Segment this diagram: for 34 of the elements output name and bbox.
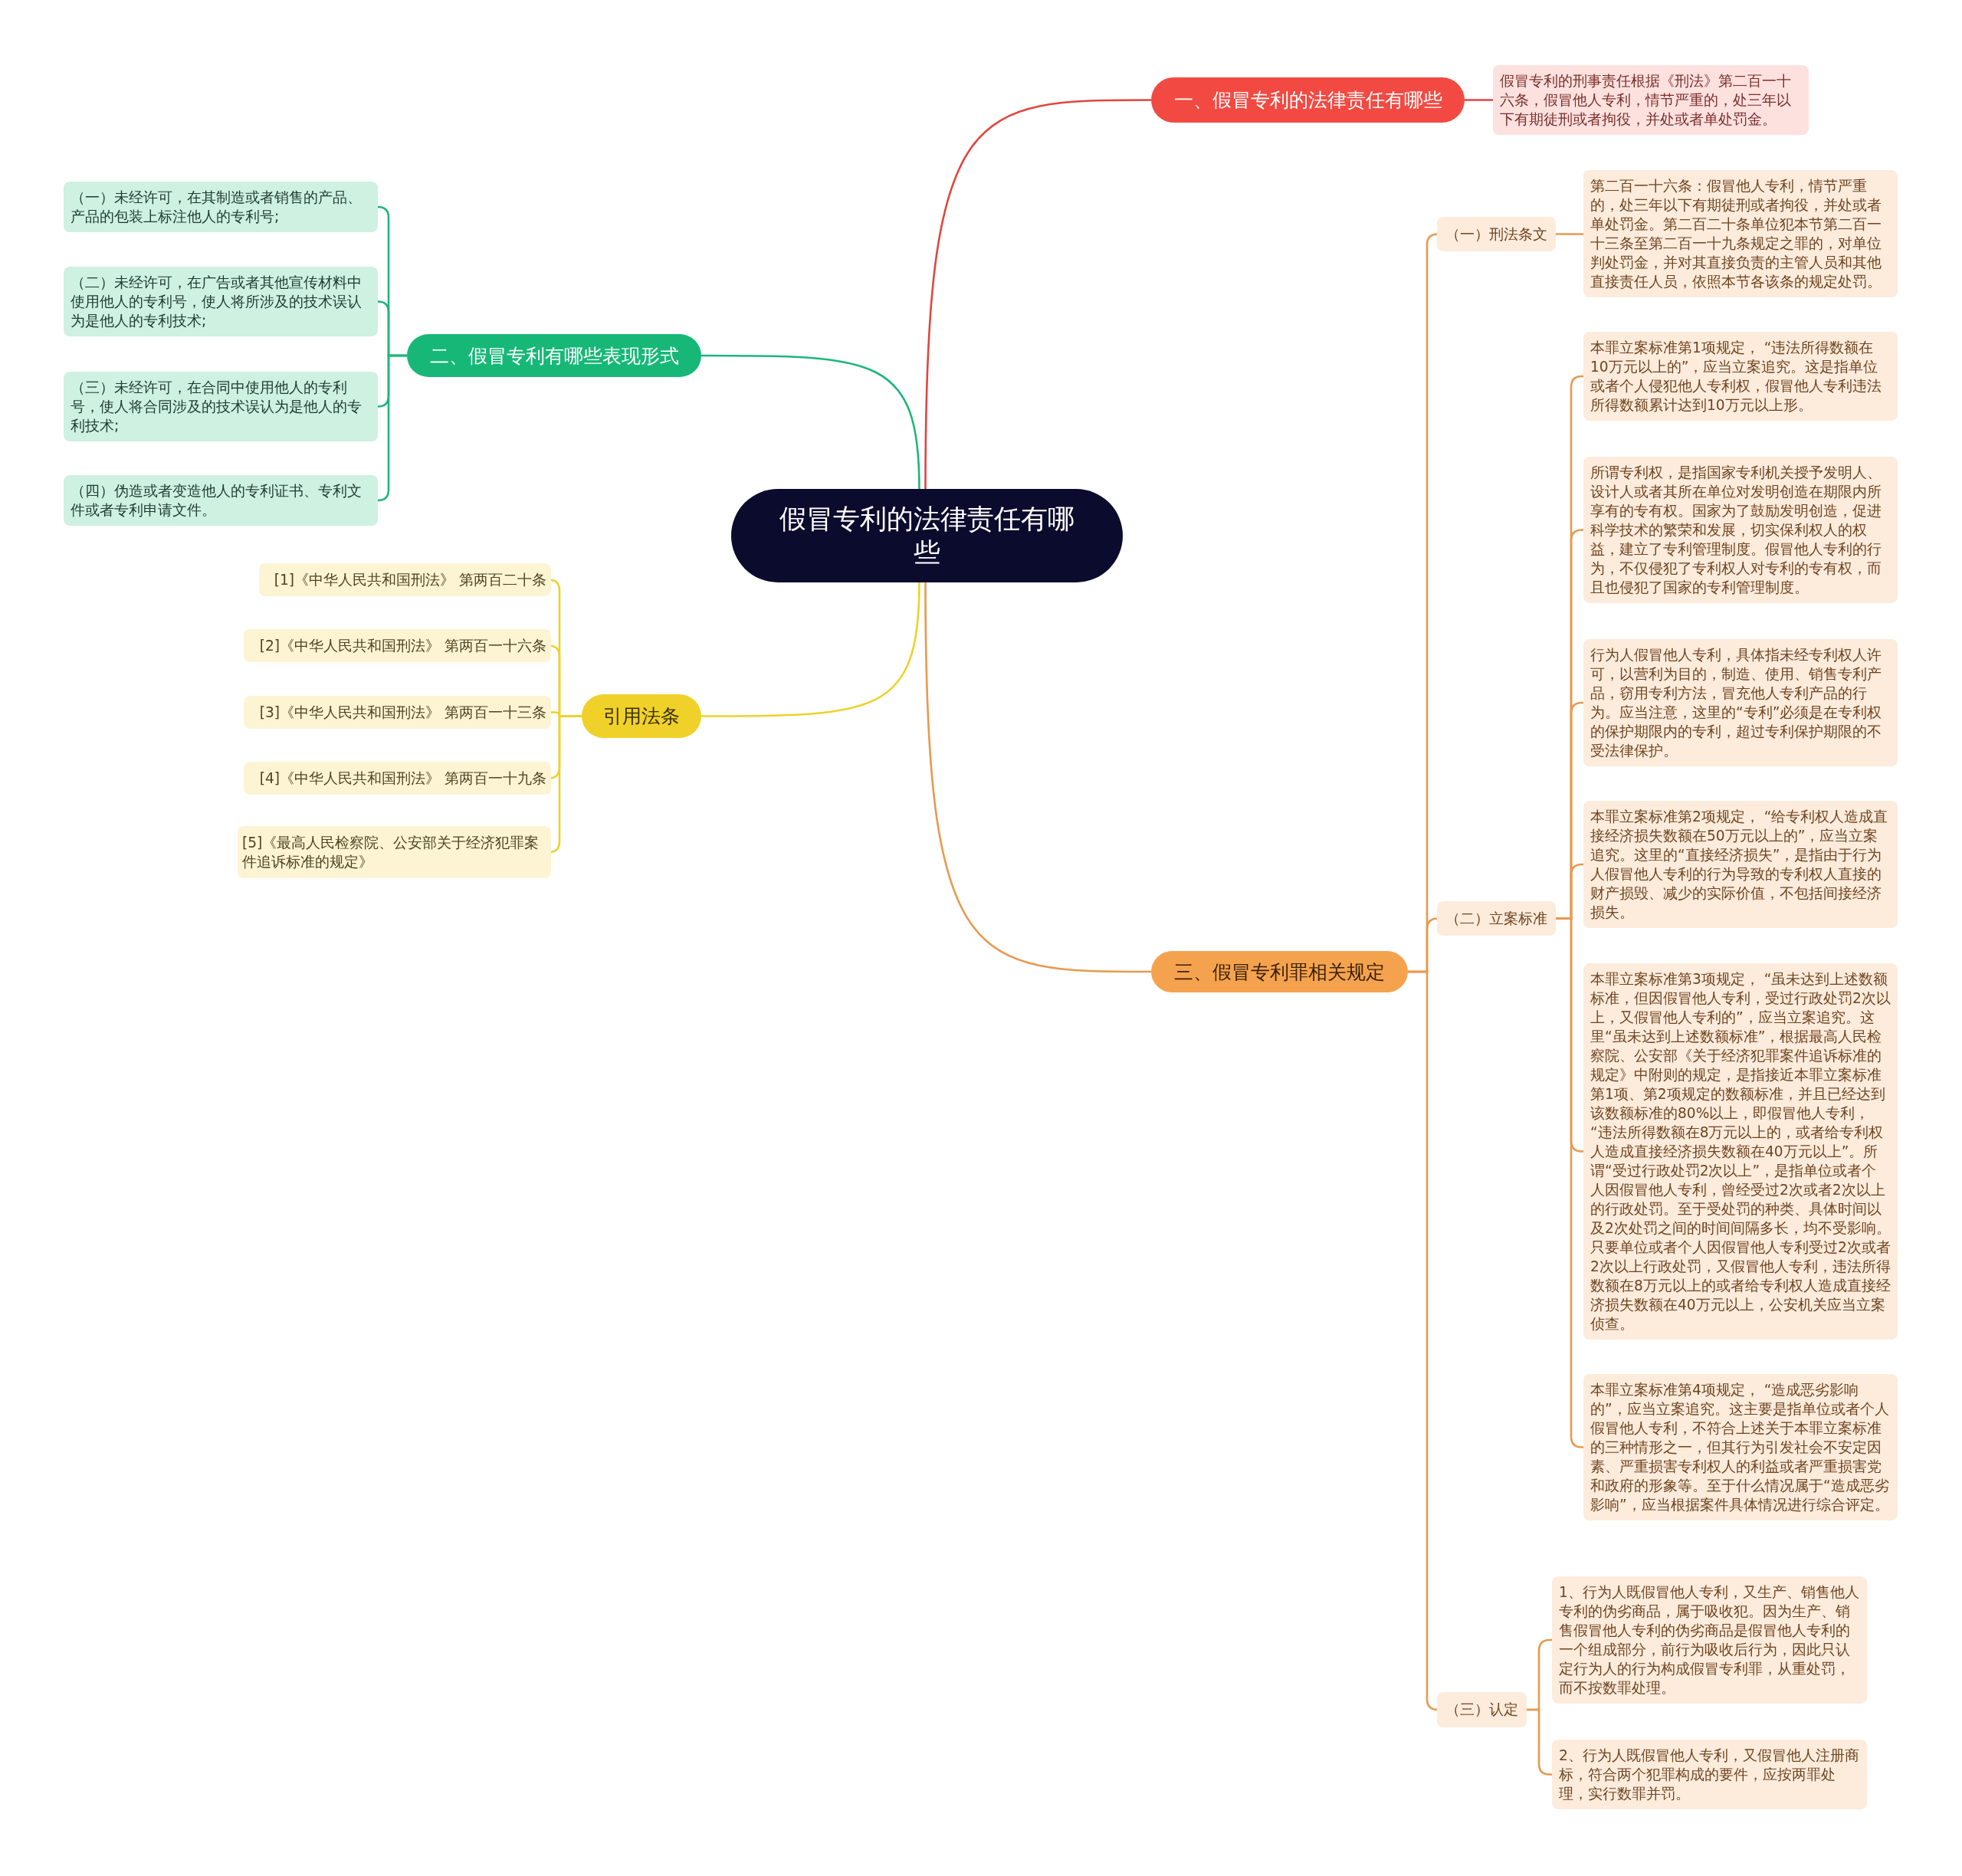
detail-box: （一）未经许可，在其制造或者销售的产品、产品的包装上标注他人的专利号; (64, 182, 378, 232)
detail-box: （三）未经许可，在合同中使用他人的专利号，使人将合同涉及的技术误认为是他人的专利技术; (64, 372, 378, 441)
detail-box: （四）伪造或者变造他人的专利证书、专利文件或者专利申请文件。 (64, 475, 378, 526)
detail-box: 本罪立案标准第1项规定， “违法所得数额在10万元以上的”，应当立案追究。这是指单位或者个人侵犯他人专利权，假冒他人专利违法所得数额累计达到10万元以上形。 (1583, 332, 1898, 421)
reference-box: [5]《最高人民检察院、公安部关于经济犯罪案件追诉标准的规定》 (238, 826, 551, 878)
connector (701, 354, 920, 490)
subtopic-label: （三）认定 (1437, 1692, 1527, 1727)
detail-box: 2、行为人既假冒他人专利，又假冒他人注册商标，符合两个犯罪构成的要件，应按两罪处理，实行数罪并罚。 (1552, 1740, 1867, 1809)
detail-box: 本罪立案标准第3项规定， “虽未达到上述数额标准，但因假冒他人专利，受过行政处罚2次以上，又假冒他人专利的”，应当立案追究。这里“虽未达到上述数额标准”，根据最高人民检察院、公安部《关于经济犯罪案件追诉标准的规定》中附则的规定，是指接近本罪立案标准第1项、第2项规定的数额标准，并且已经达到该数额标准的80%以上，即假冒他人专利， “违法所得数额在8万元以上的，或者给专利权人造成直接经济损失数额在40万元以上”。所谓“受过行政处罚2次以上”，是指单位或者个人因假冒他人专利，曾经受过2次或者2次以上的行政处罚。至于受处罚的种类、具体时间以及2次处罚之间的时间间隔多长，均不受影响。只要单位或者个人因假冒他人专利受过2次或者2次以上行政处罚，又假冒他人专利，违法所得数额在8万元以上的或者给专利权人造成直接经济损失数额在40万元以上，公安机关应当立案侦查。 (1583, 963, 1898, 1340)
detail-box: 所谓专利权，是指国家专利机关授予发明人、设计人或者其所在单位对发明创造在期限内所享有的专有权。国家为了鼓励发明创造，促进科学技术的繁荣和发展，切实保利权人的权益，建立了专利管理制度。假冒他人专利的行为，不仅侵犯了专利权人对专利的专有权，而且也侵犯了国家的专利管理制度。 (1583, 457, 1898, 603)
detail-box: （二）未经许可，在广告或者其他宣传材料中使用他人的专利号，使人将所涉及的技术误认为是他人的专利技术; (64, 267, 378, 336)
detail-box: 行为人假冒他人专利，具体指未经专利权人许可，以营利为目的，制造、使用、销售专利产品，窃用专利方法，冒充他人专利产品的行为。应当注意，这里的“专利”必须是在专利权的保护期限内的专利，超过专利保护期限的不受法律保护。 (1583, 639, 1898, 766)
central-topic: 假冒专利的法律责任有哪些 (731, 489, 1123, 582)
connector (701, 582, 920, 717)
detail-box: 本罪立案标准第2项规定， “给专利权人造成直接经济损失数额在50万元以上的”，应当立案追究。这里的“直接经济损失”，是指由于行为人假冒他人专利的行为导致的专利权人直接的财产损毁、减少的实际价值，不包括间接经济损失。 (1583, 801, 1898, 928)
reference-box: [2]《中华人民共和国刑法》 第两百一十六条 (244, 629, 551, 662)
branch-topic: 三、假冒专利罪相关规定 (1151, 951, 1408, 992)
branch-topic: 引用法条 (582, 694, 701, 738)
connector (1556, 233, 1583, 235)
connector (376, 354, 407, 502)
detail-box: 1、行为人既假冒他人专利，又生产、销售他人专利的伪劣商品，属于吸收犯。因为生产、销售假冒他人专利的伪劣商品是假冒他人专利的一个组成部分，前行为吸收后行为，因此只认定行为人的行为构成假冒专利罪，从重处罚，而不按数罪处理。 (1552, 1576, 1867, 1704)
reference-box: [3]《中华人民共和国刑法》 第两百一十三条 (244, 696, 551, 729)
connector (924, 582, 1151, 973)
reference-box: [4]《中华人民共和国刑法》 第两百一十九条 (244, 762, 551, 795)
branch-topic: 一、假冒专利的法律责任有哪些 (1151, 77, 1465, 123)
branch-topic: 二、假冒专利有哪些表现形式 (407, 334, 701, 377)
subtopic-label: （二）立案标准 (1437, 901, 1556, 936)
detail-box: 第二百一十六条：假冒他人专利，情节严重的，处三年以下有期徒刑或者拘役，并处或者单处罚金。第二百二十条单位犯本节第二百一十三条至第二百一十九条规定之罪的，对单位判处罚金，并对其直接负责的主管人员和其他直接责任人员，依照本节各该条的规定处罚。 (1583, 170, 1898, 297)
connector (924, 99, 1151, 489)
subtopic-label: （一）刑法条文 (1437, 217, 1556, 251)
detail-box: 假冒专利的刑事责任根据《刑法》第二百一十六条，假冒他人专利，情节严重的，处三年以下有期徒刑或者拘役，并处或者单处罚金。 (1493, 65, 1809, 135)
connector (1465, 99, 1493, 101)
detail-box: 本罪立案标准第4项规定， “造成恶劣影响的”，应当立案追究。这主要是指单位或者个人假冒他人专利，不符合上述关于本罪立案标准的三种情形之一，但其行为引发社会不安定因素、严重损害专利权人的利益或者严重损害党和政府的形象等。至于什么情况属于“造成恶劣影响”，应当根据案件具体情况进行综合评定。 (1583, 1374, 1898, 1520)
reference-box: [1]《中华人民共和国刑法》 第两百二十条 (259, 563, 551, 596)
